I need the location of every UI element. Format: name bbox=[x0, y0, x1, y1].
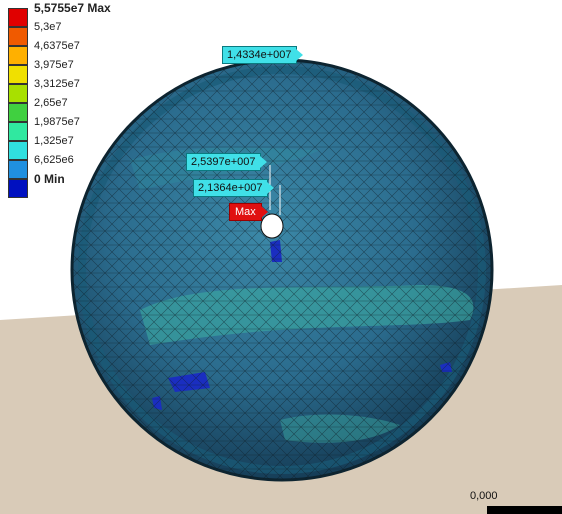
probe-label-mid-upper[interactable]: 2,5397e+007 bbox=[186, 153, 267, 171]
legend-swatch bbox=[8, 179, 28, 198]
legend-swatch bbox=[8, 160, 28, 179]
legend-label: 4,6375e7 bbox=[34, 40, 80, 52]
legend-label: 3,975e7 bbox=[34, 59, 74, 71]
legend-label: 3,3125e7 bbox=[34, 78, 80, 90]
legend-label: 5,5755e7 Max bbox=[34, 1, 111, 15]
legend-label: 0 Min bbox=[34, 172, 65, 186]
legend-swatch bbox=[8, 65, 28, 84]
legend-swatch bbox=[8, 103, 28, 122]
max-marker-tag[interactable]: Max bbox=[229, 203, 268, 221]
probe-leader-line bbox=[309, 54, 315, 61]
legend-swatch bbox=[8, 46, 28, 65]
legend-label: 1,325e7 bbox=[34, 135, 74, 147]
max-hole bbox=[260, 213, 284, 239]
legend-label: 2,65e7 bbox=[34, 97, 68, 109]
legend-swatch bbox=[8, 141, 28, 160]
probe-label-top[interactable]: 1,4334e+007 bbox=[222, 46, 303, 64]
legend-label: 6,625e6 bbox=[34, 154, 74, 166]
scale-label: 0,000 bbox=[470, 490, 498, 502]
legend-label: 5,3e7 bbox=[34, 21, 62, 33]
probe-label-mid-lower[interactable]: 2,1364e+007 bbox=[193, 179, 274, 197]
legend-swatch bbox=[8, 8, 28, 27]
contour-legend: 5,5755e7 Max 5,3e7 4,6375e7 3,975e7 3,3125e7… bbox=[8, 1, 148, 218]
legend-swatch bbox=[8, 27, 28, 46]
mesh-overlay bbox=[72, 60, 492, 480]
legend-swatch bbox=[8, 122, 28, 141]
legend-swatch bbox=[8, 84, 28, 103]
scale-bar bbox=[487, 506, 562, 514]
legend-label: 1,9875e7 bbox=[34, 116, 80, 128]
